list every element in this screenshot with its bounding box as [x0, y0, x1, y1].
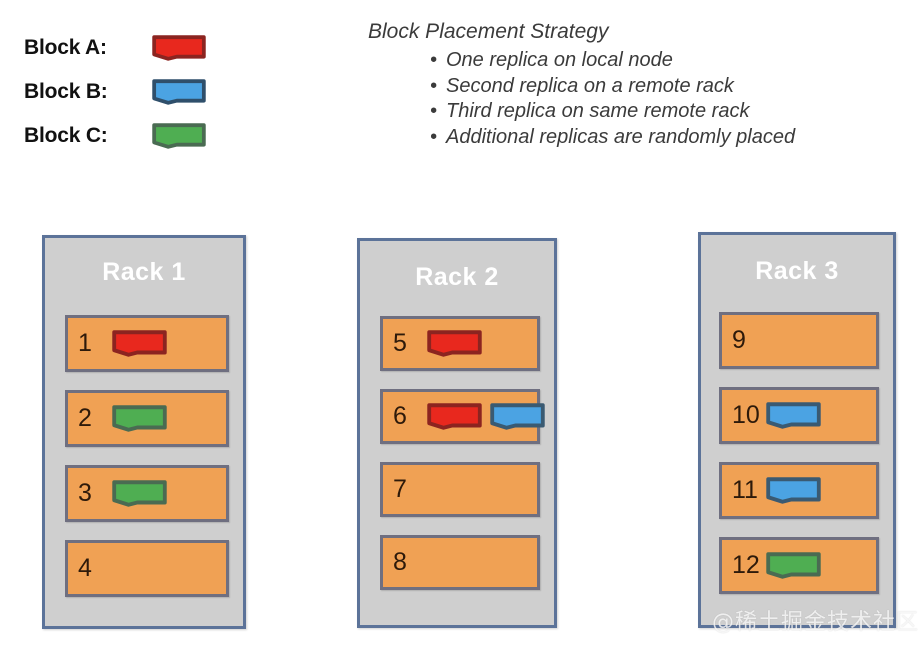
block-c-icon [766, 552, 821, 579]
node-id-label: 9 [732, 326, 746, 354]
node-12[interactable]: 12 [719, 537, 879, 594]
node-9[interactable]: 9 [719, 312, 879, 369]
strategy-item: • Additional replicas are randomly placed [368, 125, 913, 151]
node-list: 9 10 11 12 [701, 286, 893, 594]
legend-label: Block B: [24, 80, 108, 103]
strategy-item: • Third replica on same remote rack [368, 99, 913, 125]
watermark: @稀土掘金技术社区 [712, 610, 918, 635]
node-1[interactable]: 1 [65, 315, 229, 372]
block-c-icon [112, 480, 167, 507]
legend-label: Block A: [24, 36, 107, 59]
strategy-item-text: Second replica on a remote rack [446, 74, 734, 97]
block-c-icon [766, 552, 821, 579]
node-11[interactable]: 11 [719, 462, 879, 519]
block-b-icon [766, 477, 821, 504]
node-block-container [112, 405, 167, 432]
block-placement-strategy: Block Placement Strategy • One replica on… [368, 20, 913, 150]
node-block-container [427, 330, 482, 357]
node-id-label: 2 [78, 404, 92, 432]
node-list: 1 2 3 4 [45, 287, 243, 597]
rack-3[interactable]: Rack 3 9 10 11 12 [698, 232, 896, 628]
node-id-label: 11 [732, 476, 758, 504]
node-id-label: 7 [393, 475, 407, 503]
bullet-icon: • [430, 100, 438, 122]
node-block-container [766, 552, 821, 579]
strategy-item-text: Third replica on same remote rack [446, 100, 750, 122]
block-a-icon [112, 330, 167, 357]
block-a-icon [427, 330, 482, 357]
node-5[interactable]: 5 [380, 316, 540, 371]
rack-2[interactable]: Rack 2 5 6 7 8 [357, 238, 557, 628]
node-block-container [766, 477, 821, 504]
strategy-bullet-list: • One replica on local node • Second replic… [368, 48, 913, 150]
block-b-icon [766, 402, 821, 429]
node-2[interactable]: 2 [65, 390, 229, 447]
strategy-item: • One replica on local node [368, 48, 913, 74]
block-swatch-green [152, 123, 206, 149]
strategy-item: • Second replica on a remote rack [368, 74, 913, 100]
block-b-icon [766, 402, 821, 429]
strategy-item-text: Additional replicas are randomly placed [446, 125, 796, 148]
node-10[interactable]: 10 [719, 387, 879, 444]
legend-item-block-b: Block B: [24, 70, 254, 114]
block-swatch-green [152, 123, 206, 149]
node-block-container [112, 330, 167, 357]
block-a-icon [427, 403, 482, 430]
block-a-icon [427, 330, 482, 357]
bullet-icon: • [430, 125, 438, 148]
strategy-item-text: One replica on local node [446, 49, 673, 71]
node-id-label: 12 [732, 551, 760, 579]
node-id-label: 5 [393, 329, 407, 357]
block-b-icon [766, 477, 821, 504]
rack-1[interactable]: Rack 1 1 2 3 4 [42, 235, 246, 629]
strategy-title: Block Placement Strategy [368, 20, 609, 43]
node-block-container [427, 403, 545, 430]
node-block-container [766, 402, 821, 429]
node-3[interactable]: 3 [65, 465, 229, 522]
node-id-label: 10 [732, 401, 760, 429]
block-swatch-blue [152, 79, 206, 105]
node-list: 5 6 7 8 [360, 292, 554, 590]
block-b-icon [490, 403, 545, 430]
rack-title: Rack 2 [415, 263, 499, 291]
block-b-icon [490, 403, 545, 430]
block-swatch-blue [152, 79, 206, 105]
node-8[interactable]: 8 [380, 535, 540, 590]
block-c-icon [112, 480, 167, 507]
bullet-icon: • [430, 74, 438, 97]
legend-item-block-c: Block C: [24, 114, 254, 158]
node-id-label: 4 [78, 554, 92, 582]
node-6[interactable]: 6 [380, 389, 545, 444]
block-swatch-red [152, 35, 206, 61]
node-id-label: 1 [78, 329, 92, 357]
node-id-label: 3 [78, 479, 92, 507]
node-7[interactable]: 7 [380, 462, 540, 517]
block-c-icon [112, 405, 167, 432]
bullet-icon: • [430, 49, 438, 71]
legend-item-block-a: Block A: [24, 26, 254, 70]
block-swatch-red [152, 35, 206, 61]
node-id-label: 8 [393, 548, 407, 576]
node-block-container [112, 480, 167, 507]
block-legend: Block A: Block B: Block C: [24, 26, 254, 158]
block-a-icon [112, 330, 167, 357]
rack-title: Rack 3 [755, 257, 839, 285]
node-id-label: 6 [393, 402, 407, 430]
block-a-icon [427, 403, 482, 430]
block-c-icon [112, 405, 167, 432]
node-4[interactable]: 4 [65, 540, 229, 597]
rack-title: Rack 1 [102, 258, 186, 286]
legend-label: Block C: [24, 124, 108, 147]
